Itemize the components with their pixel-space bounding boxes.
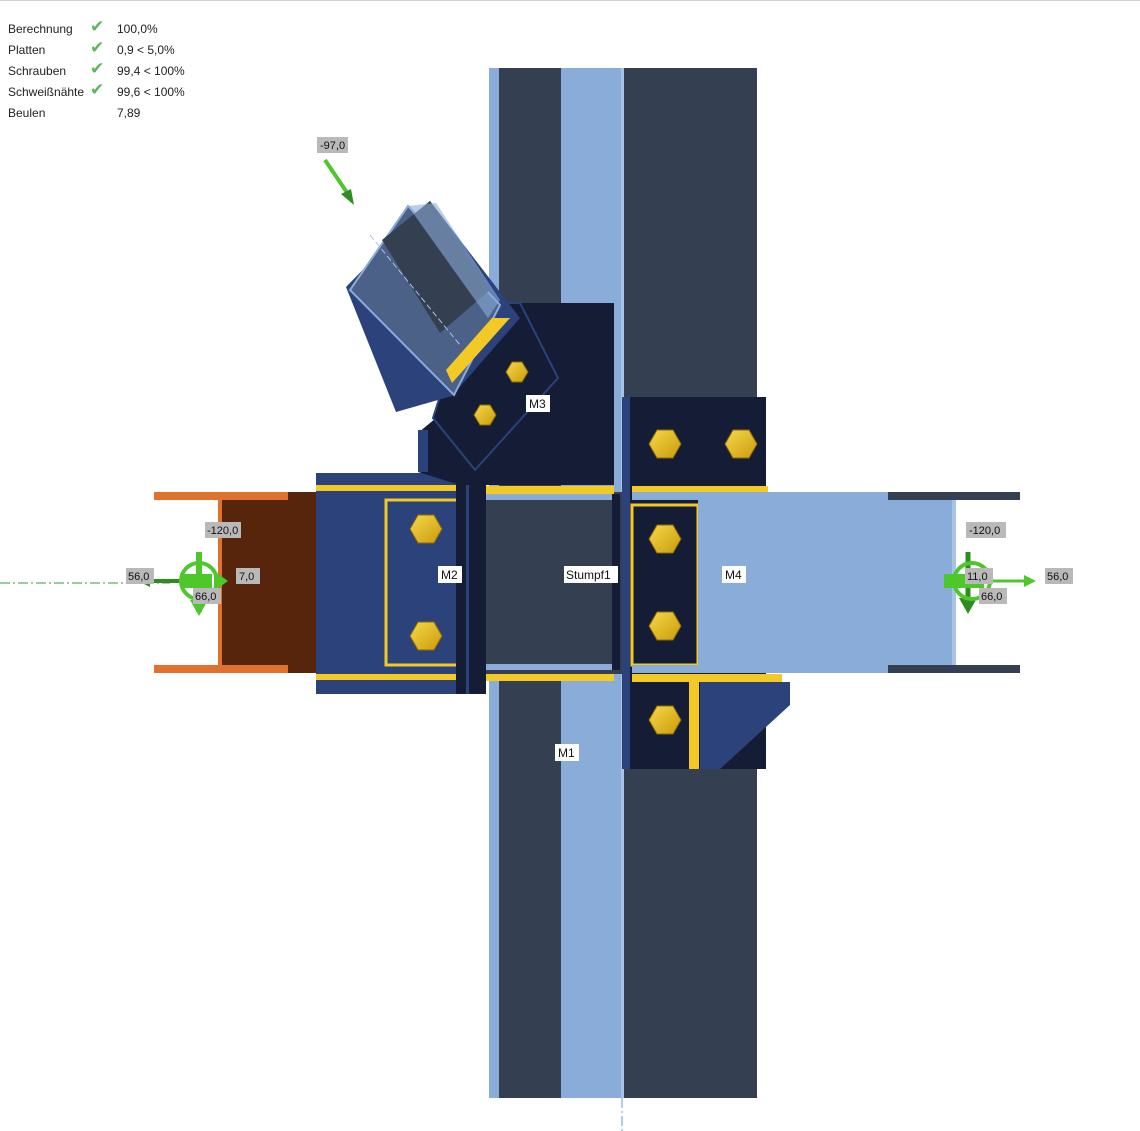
check-icon: ✔ <box>90 38 105 57</box>
label-m2: M2 <box>441 568 458 582</box>
load-value: 66,0 <box>981 591 1002 603</box>
result-label: Schweißnähte <box>8 85 85 99</box>
result-value: 7,89 <box>117 106 141 120</box>
load-value: 66,0 <box>195 591 216 603</box>
result-label: Beulen <box>8 106 46 120</box>
result-value: 99,6 < 100% <box>117 85 185 99</box>
result-value: 99,4 < 100% <box>117 64 185 78</box>
bolt <box>473 404 497 426</box>
load-value: 7,0 <box>239 571 254 583</box>
bolt <box>409 621 443 651</box>
label-m3: M3 <box>529 397 546 411</box>
end-plate-m2[interactable] <box>316 473 486 694</box>
brace-m3[interactable] <box>346 201 520 412</box>
axis-lines <box>0 582 623 1131</box>
result-label: Berechnung <box>8 22 73 36</box>
result-value: 100,0% <box>117 22 158 36</box>
load-arrow-m3 <box>323 158 354 205</box>
bolt <box>648 429 682 459</box>
check-icon: ✔ <box>90 80 105 99</box>
label-m1: M1 <box>558 746 575 760</box>
load-value: 56,0 <box>128 571 149 583</box>
label-stumpf1: Stumpf1 <box>566 568 611 582</box>
bolt <box>409 514 443 544</box>
bolt <box>724 429 758 459</box>
bolt <box>648 611 682 641</box>
bolt <box>648 524 682 554</box>
result-value: 0,9 < 5,0% <box>117 43 175 57</box>
bolts <box>409 361 758 735</box>
bolt <box>505 361 529 383</box>
load-value: 11,0 <box>967 571 988 583</box>
load-value: -120,0 <box>969 525 1000 537</box>
load-value: -120,0 <box>207 525 238 537</box>
check-icon: ✔ <box>90 59 105 78</box>
load-value: 56,0 <box>1047 571 1068 583</box>
check-icon: ✔ <box>90 17 105 36</box>
top-border <box>0 0 1140 1</box>
stump-stumpf1[interactable] <box>486 486 622 681</box>
result-label: Platten <box>8 43 46 57</box>
result-label: Schrauben <box>8 64 67 78</box>
bolt <box>648 705 682 735</box>
load-labels: -97,0 -120,0 56,0 7,0 66,0 -120,0 11,0 6… <box>126 137 1073 604</box>
load-value: -97,0 <box>320 140 345 152</box>
member-labels: M3 M2 Stumpf1 M4 M1 <box>438 395 746 761</box>
label-m4: M4 <box>725 568 742 582</box>
